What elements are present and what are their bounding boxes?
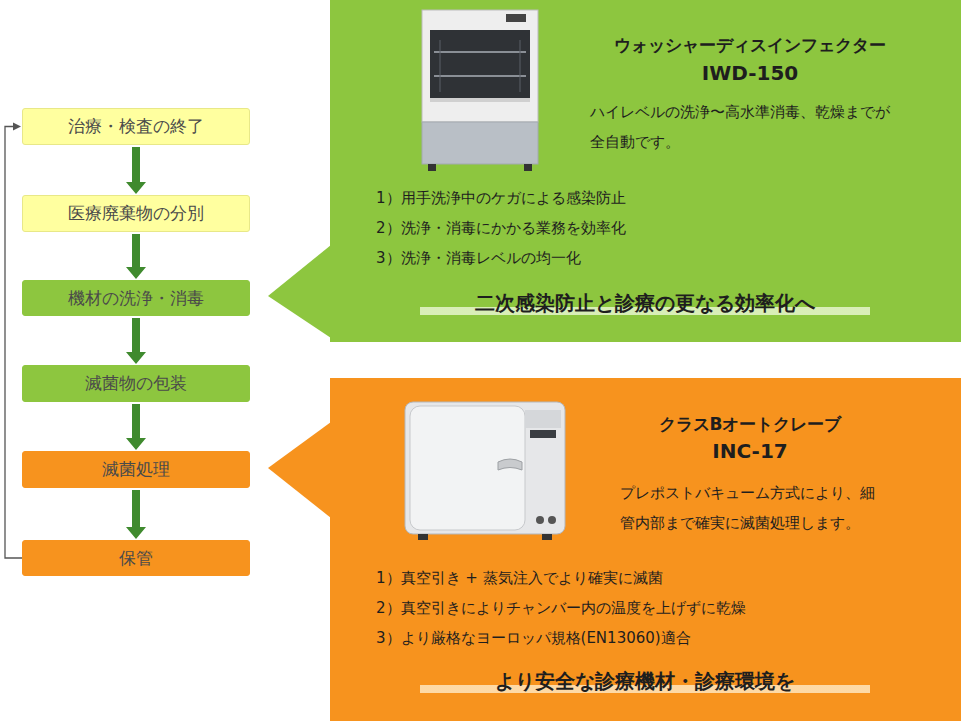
process-box: 滅菌処理 xyxy=(22,451,250,488)
flow-connector xyxy=(126,234,146,279)
green-panel-fill xyxy=(330,0,961,342)
step-label: 医療廃棄物の分別 xyxy=(68,202,204,225)
feature-item: 2）真空引きによりチャンバー内の温度を上げずに乾燥 xyxy=(376,598,746,618)
tagline: 二次感染防止と診療の更なる効率化へ xyxy=(420,290,870,317)
feature-item: 1）用手洗浄中のケガによる感染防止 xyxy=(376,188,626,208)
process-box: 医療廃棄物の分別 xyxy=(22,195,250,232)
product-panel: クラスBオートクレーブINC-17 プレポストバキューム方式により、細管内部まで確… xyxy=(330,378,961,721)
orange-callout-pointer xyxy=(268,422,331,518)
step-label: 保管 xyxy=(119,547,153,570)
feature-item: 1）真空引き + 蒸気注入でより確実に滅菌 xyxy=(376,568,663,588)
green-callout-pointer xyxy=(268,245,331,338)
model-name: IWD-150 xyxy=(560,60,940,87)
step-label: 滅菌処理 xyxy=(102,458,170,481)
product-description: ハイレベルの洗浄〜高水準消毒、乾燥までが全自動です。 xyxy=(590,97,890,157)
step-label: 機材の洗浄・消毒 xyxy=(68,287,204,310)
process-box: 機材の洗浄・消毒 xyxy=(22,280,250,316)
autoclave-illustration xyxy=(405,402,565,540)
product-panel: ウォッシャーディスインフェクター IWD-150 ハイレベルの洗浄〜高水準消毒、乾燥… xyxy=(330,0,961,342)
feature-item: 3）より厳格なヨーロッパ規格(EN13060)適合 xyxy=(376,628,691,648)
flow-connector xyxy=(126,404,146,450)
tagline: より安全な診療機材・診療環境を xyxy=(420,668,870,695)
product-type-heading: ウォッシャーディスインフェクター xyxy=(560,34,940,57)
process-box: 治療・検査の終了 xyxy=(22,108,250,145)
process-box: 保管 xyxy=(22,540,250,576)
flow-connector xyxy=(126,147,146,194)
process-box: 滅菌物の包装 xyxy=(22,365,250,402)
step-label: 治療・検査の終了 xyxy=(68,115,204,138)
feature-item: 3）洗浄・消毒レベルの均一化 xyxy=(376,248,581,268)
flow-connector xyxy=(5,123,30,562)
flow-connector xyxy=(126,490,146,539)
washer-illustration xyxy=(422,10,538,171)
product-description: プレポストバキューム方式により、細管内部まで確実に滅菌処理します。 xyxy=(620,478,882,538)
feature-item: 2）洗浄・消毒にかかる業務を効率化 xyxy=(376,218,626,238)
product-type-heading: クラスBオートクレーブ xyxy=(560,413,940,436)
orange-panel-fill xyxy=(330,378,961,721)
step-label: 滅菌物の包装 xyxy=(85,372,187,395)
model-name: INC-17 xyxy=(560,438,940,465)
flow-connector xyxy=(126,318,146,364)
